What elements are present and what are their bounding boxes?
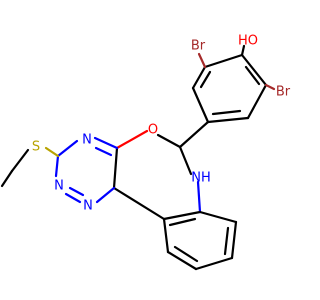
bond-phenol-oh <box>240 44 246 57</box>
bond-phenol-6 <box>191 65 207 90</box>
bond-phenol-1 <box>203 53 244 69</box>
bond-nh-to-ar <box>196 180 202 214</box>
bond-phenol-inner-1 <box>244 65 261 86</box>
bond-n2-to-n3-dbl <box>68 186 85 197</box>
bond-triazine-c-to-n1-dbl <box>94 146 113 157</box>
bond-phenol-br1 <box>197 52 207 69</box>
bonds-layer <box>0 44 276 271</box>
bond-phenol-br2 <box>264 83 276 91</box>
atom-label-n1: N <box>82 133 92 148</box>
bond-phenol-inner-3 <box>199 70 212 89</box>
atom-label-oh: HO <box>238 34 258 49</box>
bond-o-to-c <box>115 129 149 150</box>
atom-label-o-ring: O <box>148 123 158 138</box>
bond-benzo-6 <box>162 210 202 221</box>
atom-label-n2: N <box>54 179 64 194</box>
bond-benzo-4 <box>166 250 198 271</box>
bond-ch-to-nh <box>178 145 193 176</box>
atom-label-n3: N <box>83 199 93 214</box>
bond-benzo-3 <box>194 256 234 271</box>
atom-labels-layer: Br HO Br O N S NH N N <box>32 34 291 214</box>
bond-benzo-5 <box>162 217 170 254</box>
bond-phenol-inner-2 <box>211 109 242 116</box>
bond-phenol-4 <box>206 116 250 124</box>
molecule-structure-diagram: Br HO Br O N S NH N N <box>0 34 291 271</box>
bond-benzo-inner-3 <box>168 217 197 227</box>
bond-benzo-1 <box>198 210 238 224</box>
bond-n2-to-n3 <box>64 192 82 204</box>
bond-ch-to-o <box>156 133 182 149</box>
atom-label-br1: Br <box>191 39 206 54</box>
bond-ch2-to-ch3 <box>0 169 14 188</box>
bond-fused-to-benzo <box>112 186 166 221</box>
bond-benzo-2 <box>230 220 238 260</box>
bond-s-to-ch2 <box>10 148 30 173</box>
bond-benzo-inner-1 <box>223 226 230 256</box>
bond-triazine-c-to-n1 <box>93 136 119 150</box>
atom-label-s: S <box>32 140 40 155</box>
bond-phenol-3 <box>246 83 268 120</box>
bond-cs-to-n2 <box>54 154 60 178</box>
bond-n1-to-cs <box>56 139 79 158</box>
bond-triazine-c-to-fused <box>112 146 119 190</box>
atom-label-nh: NH <box>191 171 211 186</box>
bond-phenol-5 <box>191 86 210 124</box>
bond-phenol-to-ch <box>178 120 210 149</box>
atom-label-br2: Br <box>276 85 291 100</box>
bond-benzo-inner-2 <box>173 245 199 263</box>
bond-cs-to-s <box>44 146 60 158</box>
bond-n3-to-fused <box>95 186 116 204</box>
bond-phenol-2 <box>240 53 268 87</box>
